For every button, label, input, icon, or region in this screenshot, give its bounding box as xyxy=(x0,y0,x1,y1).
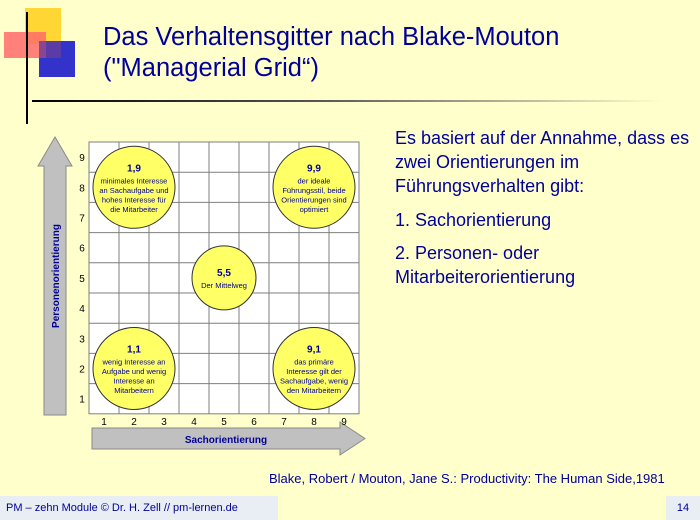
style-description-1-9: an Sachaufgabe und xyxy=(99,186,168,195)
style-description-1-9: minimales Interesse xyxy=(101,176,168,185)
x-tick-label: 8 xyxy=(311,417,317,428)
orientation-item-2: 2. Personen- oder Mitarbeiterorientierun… xyxy=(395,243,576,287)
y-tick-label: 7 xyxy=(79,214,85,225)
style-code-1-9: 1,9 xyxy=(127,163,141,174)
x-tick-label: 3 xyxy=(161,417,167,428)
x-tick-label: 5 xyxy=(221,417,227,428)
y-axis-arrow xyxy=(37,136,73,416)
style-description-9-1: Interesse gilt der xyxy=(286,367,342,376)
style-description-1-9: die Mitarbeiter xyxy=(110,205,158,214)
style-description-1-1: Aufgabe und wenig xyxy=(102,367,166,376)
style-description-9-9: Orientierungen sind xyxy=(281,195,346,204)
x-axis-label: Sachorientierung xyxy=(185,435,267,446)
footer-bar: PM – zehn Module © Dr. H. Zell // pm-ler… xyxy=(0,496,700,520)
y-tick-label: 8 xyxy=(79,183,85,194)
x-tick-label: 7 xyxy=(281,417,287,428)
page-title-line1: Das Verhaltensgitter nach Blake-Mouton xyxy=(103,23,560,51)
style-description-1-1: Mitarbeitern xyxy=(114,386,154,395)
title-vertical-rule xyxy=(26,12,28,124)
style-code-9-9: 9,9 xyxy=(307,163,321,174)
y-axis-label: Personenorientierung xyxy=(51,224,62,328)
style-description-1-9: hohes Interesse für xyxy=(102,195,167,204)
x-tick-label: 6 xyxy=(251,417,257,428)
style-circle-1-1 xyxy=(92,327,176,410)
y-tick-label: 4 xyxy=(79,304,85,315)
style-description-9-9: optimiert xyxy=(300,205,330,214)
y-tick-label: 3 xyxy=(79,334,85,345)
y-tick-label: 2 xyxy=(79,365,85,376)
x-tick-label: 2 xyxy=(131,417,137,428)
style-description-9-1: den Mitarbeitern xyxy=(287,386,341,395)
page-title: Das Verhaltensgitter nach Blake-Mouton (… xyxy=(103,22,683,84)
logo-squares xyxy=(4,8,75,77)
y-tick-label: 1 xyxy=(79,395,85,406)
style-description-1-1: Interesse an xyxy=(113,377,154,386)
style-circle-5-5 xyxy=(191,245,257,311)
explanation-intro: Es basiert auf der Annahme, dass es zwei… xyxy=(395,128,690,196)
footer-copyright: PM – zehn Module © Dr. H. Zell // pm-ler… xyxy=(0,496,278,520)
source-citation: Blake, Robert / Mouton, Jane S.: Product… xyxy=(269,471,665,486)
style-description-9-1: Sachaufgabe, wenig xyxy=(280,377,348,386)
style-code-5-5: 5,5 xyxy=(217,268,231,279)
orientation-item-1: 1. Sachorientierung xyxy=(395,210,552,230)
x-tick-label: 4 xyxy=(191,417,197,428)
style-description-9-1: das primäre xyxy=(294,358,334,367)
footer-page-number: 14 xyxy=(666,496,700,520)
style-circle-9-1 xyxy=(272,327,356,410)
style-circle-1-9 xyxy=(92,145,176,229)
title-horizontal-rule xyxy=(32,100,662,102)
x-tick-label: 9 xyxy=(341,417,347,428)
style-circle-9-9 xyxy=(272,145,356,229)
y-tick-label: 6 xyxy=(79,244,85,255)
x-axis-arrow xyxy=(91,421,366,456)
style-description-1-1: wenig Interesse an xyxy=(102,358,166,367)
style-code-9-1: 9,1 xyxy=(307,345,321,356)
x-tick-label: 1 xyxy=(101,417,107,428)
y-tick-label: 5 xyxy=(79,274,85,285)
page-title-line2: ("Managerial Grid“) xyxy=(103,54,319,82)
style-description-9-9: Führungsstil, beide xyxy=(282,186,345,195)
explanation-text: Es basiert auf der Annahme, dass es zwei… xyxy=(395,126,695,298)
style-description-5-5: Der Mittelweg xyxy=(201,281,247,290)
y-tick-label: 9 xyxy=(79,153,85,164)
style-code-1-1: 1,1 xyxy=(127,345,141,356)
style-description-9-9: der ideale xyxy=(298,176,331,185)
